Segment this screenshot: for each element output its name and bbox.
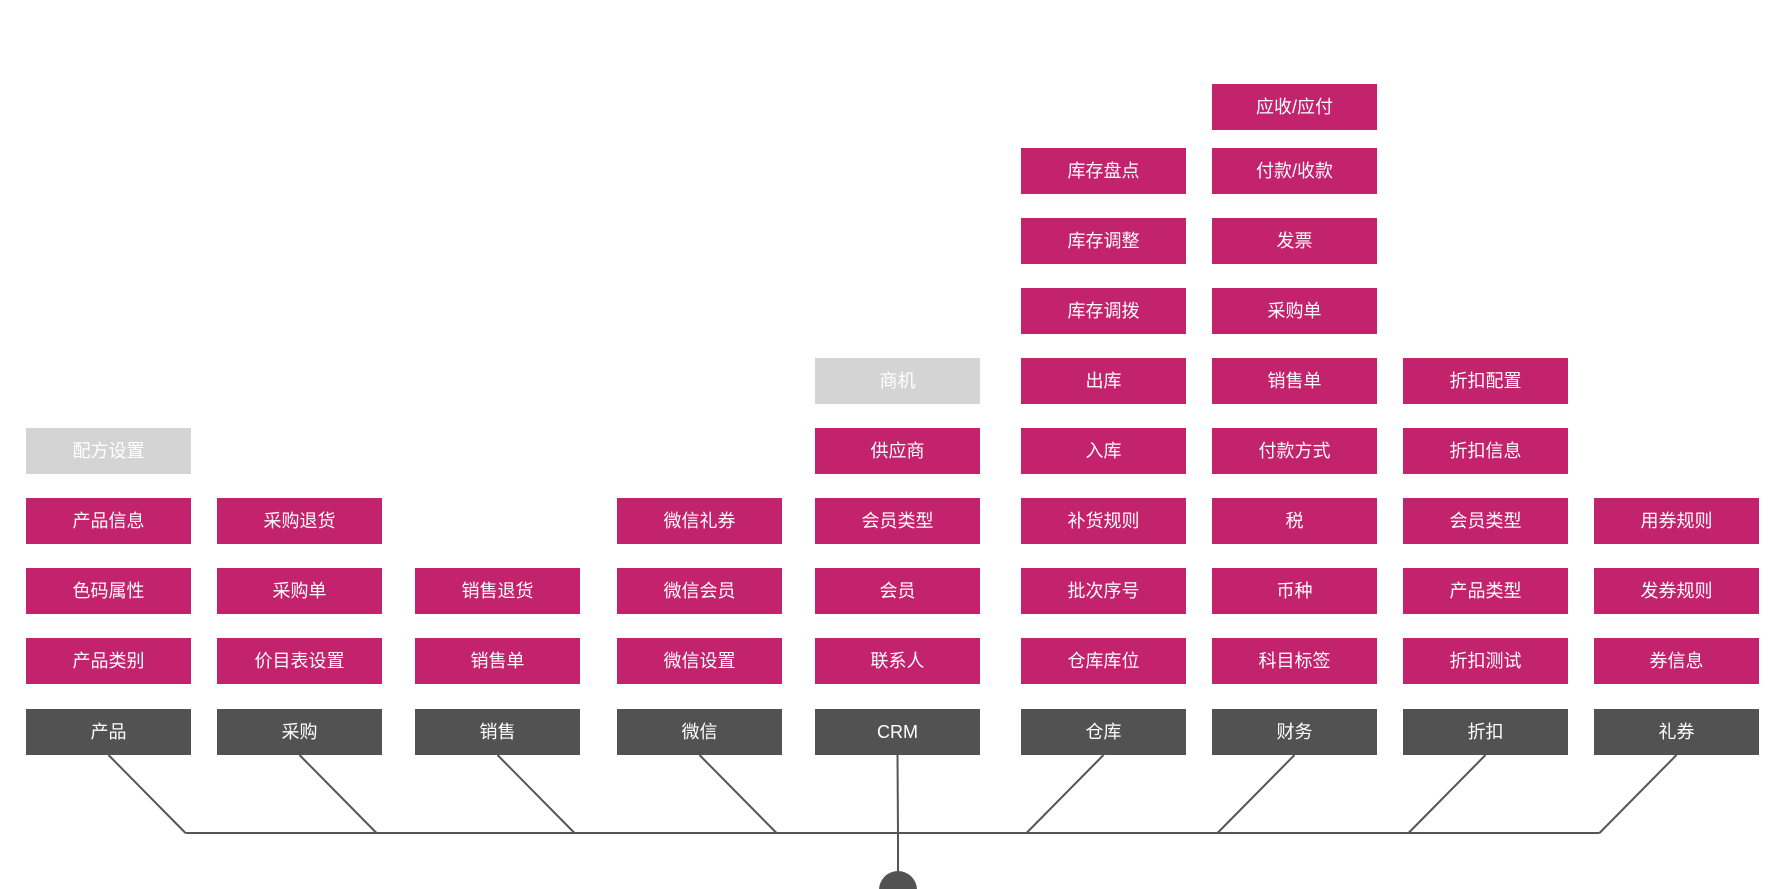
module-warehouse-item[interactable]: 仓库库位 [1021, 638, 1186, 684]
module-product-item[interactable]: 配方设置 [26, 428, 191, 474]
module-purchase[interactable]: 采购 [217, 709, 382, 755]
module-crm-item[interactable]: 商机 [815, 358, 980, 404]
module-coupon[interactable]: 礼券 [1594, 709, 1759, 755]
module-coupon-item[interactable]: 券信息 [1594, 638, 1759, 684]
module-warehouse-item[interactable]: 批次序号 [1021, 568, 1186, 614]
module-product-item[interactable]: 产品类别 [26, 638, 191, 684]
module-discount[interactable]: 折扣 [1403, 709, 1568, 755]
module-crm-item[interactable]: 会员类型 [815, 498, 980, 544]
module-purchase-item[interactable]: 采购单 [217, 568, 382, 614]
module-product-item[interactable]: 色码属性 [26, 568, 191, 614]
module-finance[interactable]: 财务 [1212, 709, 1377, 755]
module-sales-item[interactable]: 销售退货 [415, 568, 580, 614]
module-sales-item[interactable]: 销售单 [415, 638, 580, 684]
module-warehouse-item[interactable]: 出库 [1021, 358, 1186, 404]
module-warehouse-item[interactable]: 入库 [1021, 428, 1186, 474]
module-finance-item[interactable]: 销售单 [1212, 358, 1377, 404]
module-crm-item[interactable]: 联系人 [815, 638, 980, 684]
module-purchase-item[interactable]: 采购退货 [217, 498, 382, 544]
module-product[interactable]: 产品 [26, 709, 191, 755]
module-warehouse-item[interactable]: 库存调整 [1021, 218, 1186, 264]
connector-product [107, 754, 187, 834]
hub-node [879, 871, 917, 889]
module-discount-item[interactable]: 会员类型 [1403, 498, 1568, 544]
module-warehouse-item[interactable]: 库存盘点 [1021, 148, 1186, 194]
module-purchase-item[interactable]: 价目表设置 [217, 638, 382, 684]
module-wechat-item[interactable]: 微信礼券 [617, 498, 782, 544]
module-discount-item[interactable]: 折扣配置 [1403, 358, 1568, 404]
module-wechat-item[interactable]: 微信会员 [617, 568, 782, 614]
module-finance-item[interactable]: 发票 [1212, 218, 1377, 264]
module-finance-item[interactable]: 应收/应付 [1212, 84, 1377, 130]
module-discount-item[interactable]: 产品类型 [1403, 568, 1568, 614]
module-finance-item[interactable]: 付款方式 [1212, 428, 1377, 474]
connector-wechat [698, 754, 778, 834]
module-warehouse-item[interactable]: 库存调拨 [1021, 288, 1186, 334]
module-coupon-item[interactable]: 用券规则 [1594, 498, 1759, 544]
module-wechat[interactable]: 微信 [617, 709, 782, 755]
connector-coupon [1598, 754, 1678, 834]
connector-sales [496, 754, 576, 834]
connector-finance [1216, 754, 1296, 834]
module-discount-item[interactable]: 折扣信息 [1403, 428, 1568, 474]
module-crm-item[interactable]: 供应商 [815, 428, 980, 474]
module-finance-item[interactable]: 付款/收款 [1212, 148, 1377, 194]
module-crm-item[interactable]: 会员 [815, 568, 980, 614]
module-finance-item[interactable]: 税 [1212, 498, 1377, 544]
module-discount-item[interactable]: 折扣测试 [1403, 638, 1568, 684]
connector-warehouse [1025, 754, 1105, 834]
module-finance-item[interactable]: 科目标签 [1212, 638, 1377, 684]
module-sales[interactable]: 销售 [415, 709, 580, 755]
module-crm[interactable]: CRM [815, 709, 980, 755]
connector-discount [1407, 754, 1487, 834]
module-coupon-item[interactable]: 发券规则 [1594, 568, 1759, 614]
module-product-item[interactable]: 产品信息 [26, 498, 191, 544]
module-warehouse[interactable]: 仓库 [1021, 709, 1186, 755]
module-finance-item[interactable]: 采购单 [1212, 288, 1377, 334]
module-wechat-item[interactable]: 微信设置 [617, 638, 782, 684]
module-finance-item[interactable]: 币种 [1212, 568, 1377, 614]
module-warehouse-item[interactable]: 补货规则 [1021, 498, 1186, 544]
connector-crm [896, 754, 899, 834]
connector-purchase [298, 754, 378, 834]
